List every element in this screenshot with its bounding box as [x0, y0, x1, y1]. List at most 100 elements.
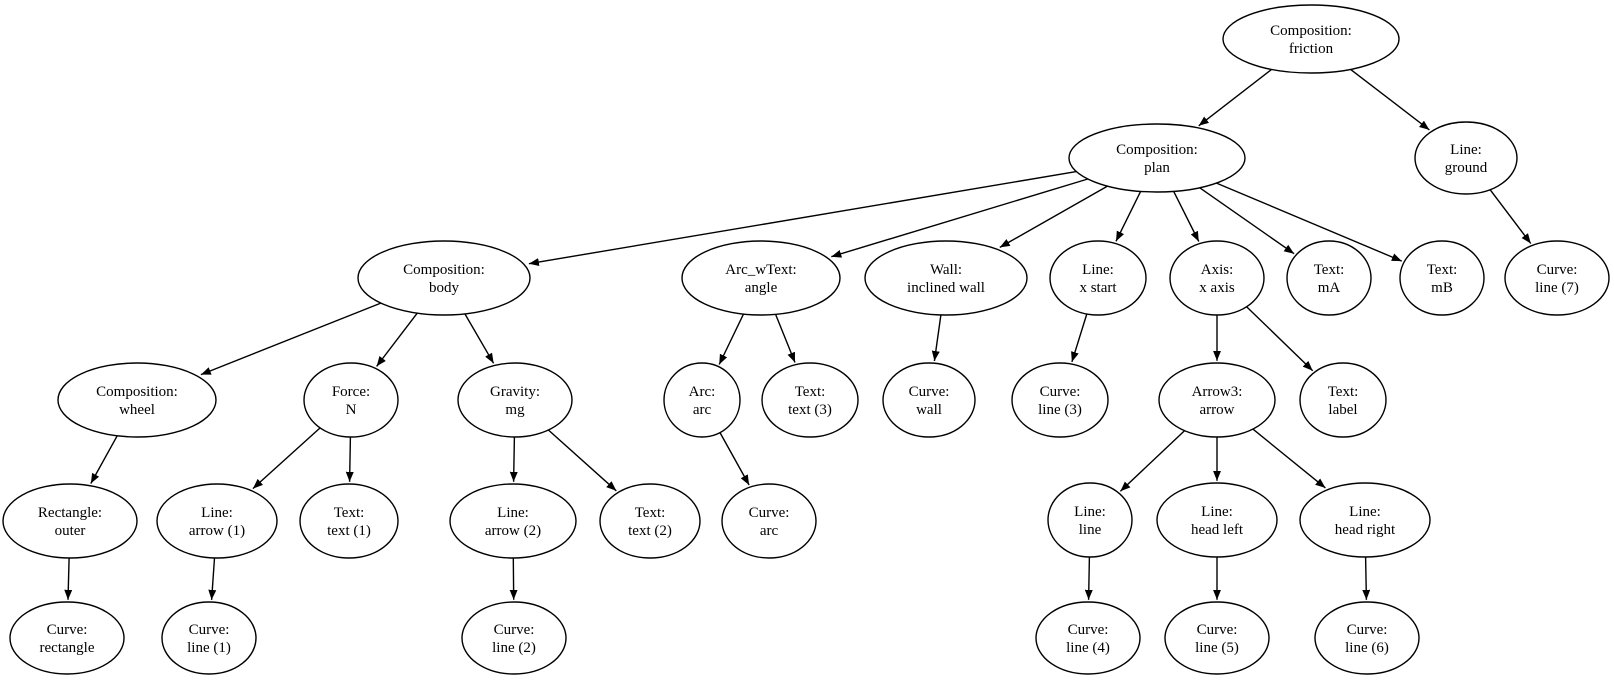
node-line-arrow-2: Line:arrow (2): [449, 483, 577, 559]
node-composition-friction: Composition:friction: [1222, 4, 1400, 74]
node-ellipse: [1222, 4, 1400, 74]
node-ellipse: [864, 240, 1028, 316]
node-text-text-2: Text:text (2): [599, 483, 701, 559]
node-label: Line:head right: [1335, 504, 1396, 538]
node-label: Arc:arc: [689, 384, 716, 418]
edge-composition-wheel-to-rectangle-outer: [90, 435, 118, 484]
node-ellipse: [1414, 121, 1518, 195]
node-ellipse: [1068, 123, 1246, 193]
node-ellipse: [1035, 601, 1141, 675]
edges-layer: [64, 68, 1532, 600]
node-ellipse: [1314, 601, 1420, 675]
node-ellipse: [9, 601, 125, 675]
node-label: Force:N: [332, 384, 370, 418]
node-label: Line:x start: [1079, 262, 1117, 296]
node-ellipse: [1504, 240, 1610, 316]
edge-gravity-mg-to-line-arrow-2: [509, 436, 518, 482]
edge-force-n-to-line-arrow-1: [252, 427, 321, 490]
node-label: Text:mB: [1427, 262, 1458, 296]
edge-arc-arc-to-curve-arc: [719, 432, 750, 486]
edge-arrow3-arrow-to-line-line: [1119, 430, 1185, 492]
edge-line-x-start-to-curve-line-3: [1071, 313, 1088, 363]
node-line-head-right: Line:head right: [1299, 482, 1431, 558]
node-label: Text:text (3): [788, 384, 832, 418]
node-label: Curve:line (6): [1345, 622, 1389, 656]
node-text-text-1: Text:text (1): [299, 483, 399, 559]
node-label: Line:arrow (2): [485, 505, 541, 539]
node-ellipse: [599, 483, 701, 559]
node-ellipse: [663, 362, 741, 438]
node-label: Curve:arc: [749, 505, 790, 539]
node-label: Rectangle:outer: [38, 505, 102, 539]
node-label: Line:head left: [1191, 504, 1244, 538]
node-label: Curve:line (5): [1195, 622, 1239, 656]
node-ellipse: [156, 483, 278, 559]
node-ellipse: [303, 362, 399, 438]
node-label: Curve:line (3): [1038, 384, 1082, 418]
edge-line-arrow-1-to-curve-line-1: [208, 557, 217, 600]
node-ellipse: [1011, 362, 1109, 438]
node-composition-plan: Composition:plan: [1068, 123, 1246, 193]
edge-force-n-to-text-text-1: [345, 436, 354, 482]
node-curve-arc: Curve:arc: [721, 483, 817, 559]
node-ellipse: [1399, 240, 1485, 316]
edge-wall-inclined-wall-to-curve-wall: [931, 314, 942, 362]
node-line-ground: Line:ground: [1414, 121, 1518, 195]
node-ellipse: [1286, 240, 1372, 316]
edge-composition-plan-to-text-ma: [1199, 187, 1295, 255]
edge-line-line-to-curve-line-4: [1084, 556, 1093, 600]
node-label: Wall:inclined wall: [907, 262, 985, 296]
node-curve-line-1: Curve:line (1): [161, 601, 257, 675]
node-ellipse: [1164, 601, 1270, 675]
node-label: Line:arrow (1): [189, 505, 245, 539]
node-arrow3-arrow: Arrow3:arrow: [1158, 362, 1276, 438]
node-ellipse: [1299, 482, 1431, 558]
node-rectangle-outer: Rectangle:outer: [2, 483, 138, 559]
node-ellipse: [161, 601, 257, 675]
node-label: Curve:rectangle: [40, 622, 95, 656]
node-ellipse: [882, 362, 976, 438]
node-ellipse: [1299, 362, 1387, 438]
edge-composition-plan-to-axis-x-axis: [1173, 191, 1200, 242]
node-label: Curve:line (7): [1535, 262, 1579, 296]
node-curve-line-4: Curve:line (4): [1035, 601, 1141, 675]
edge-composition-plan-to-line-x-start: [1115, 191, 1142, 242]
node-line-arrow-1: Line:arrow (1): [156, 483, 278, 559]
node-label: Curve:line (2): [492, 622, 536, 656]
node-label: Composition:wheel: [96, 384, 178, 418]
node-curve-line-7: Curve:line (7): [1504, 240, 1610, 316]
edge-composition-friction-to-line-ground: [1350, 68, 1430, 131]
edge-composition-plan-to-composition-body: [528, 170, 1077, 266]
node-label: Text:text (1): [327, 505, 371, 539]
edge-composition-body-to-force-n: [376, 312, 418, 367]
edge-composition-friction-to-composition-plan: [1198, 68, 1273, 127]
node-ellipse: [1156, 482, 1278, 558]
node-text-text-3: Text:text (3): [761, 362, 859, 438]
node-ellipse: [1047, 482, 1133, 558]
edge-arcwtext-angle-to-text-text-3: [774, 314, 796, 363]
node-label: Composition:body: [403, 262, 485, 296]
edge-axis-x-axis-to-text-label: [1246, 306, 1314, 372]
node-axis-x-axis: Axis:x axis: [1169, 240, 1265, 316]
node-ellipse: [461, 601, 567, 675]
node-text-ma: Text:mA: [1286, 240, 1372, 316]
edge-line-head-right-to-curve-line-6: [1362, 556, 1371, 600]
node-label: Arc_wText:angle: [725, 262, 796, 296]
node-label: Composition:plan: [1116, 142, 1198, 176]
node-label: Axis:x axis: [1199, 262, 1235, 296]
node-ellipse: [57, 362, 217, 438]
nodes-layer: Composition:frictionComposition:planLine…: [2, 4, 1610, 675]
node-curve-line-6: Curve:line (6): [1314, 601, 1420, 675]
node-ellipse: [2, 483, 138, 559]
edge-composition-body-to-composition-wheel: [200, 302, 382, 376]
node-ellipse: [761, 362, 859, 438]
node-curve-line-2: Curve:line (2): [461, 601, 567, 675]
node-arcwtext-angle: Arc_wText:angle: [681, 240, 841, 316]
node-label: Curve:line (4): [1066, 622, 1110, 656]
node-label: Text:label: [1328, 384, 1359, 418]
node-arc-arc: Arc:arc: [663, 362, 741, 438]
node-ellipse: [681, 240, 841, 316]
node-wall-inclined-wall: Wall:inclined wall: [864, 240, 1028, 316]
